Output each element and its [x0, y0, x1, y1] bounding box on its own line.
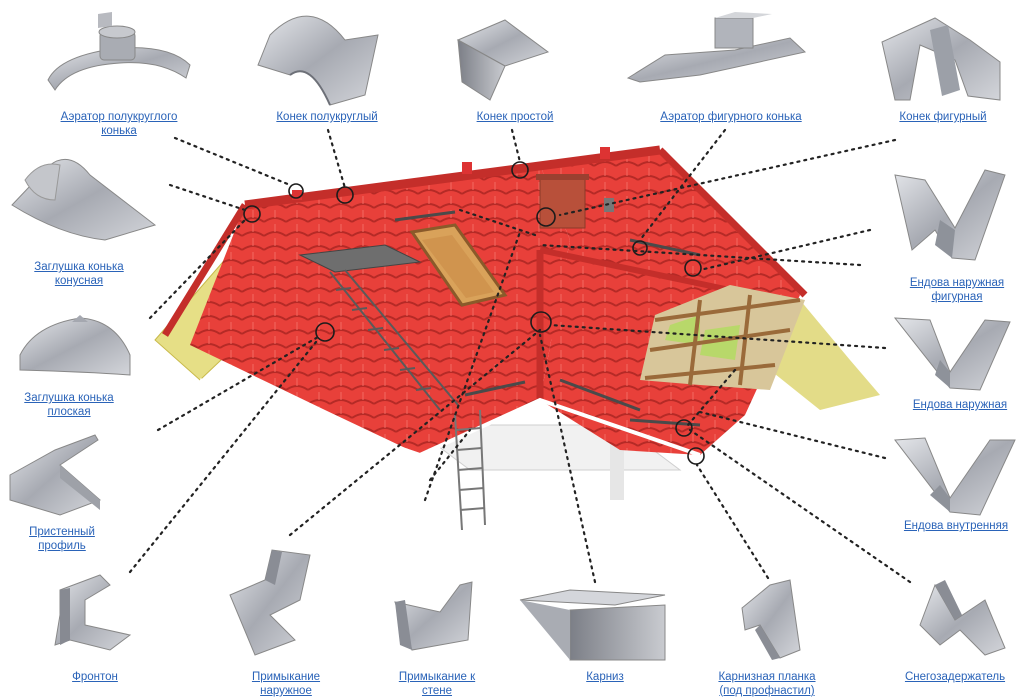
snow-guards [394, 210, 701, 427]
label-valley-inner[interactable]: Ендова внутренняя [903, 520, 1009, 532]
valley-outer-icon [893, 317, 1011, 391]
house-post [610, 440, 624, 500]
ridge-simple-icon [456, 19, 550, 101]
cross-ridge [539, 247, 731, 293]
label-abutment-outer[interactable]: Примыкание наружное [251, 671, 321, 697]
label-valley-outer-figured[interactable]: Ендова наружная фигурная [909, 277, 1005, 303]
wall-profile-icon [9, 434, 101, 516]
right-gable [770, 300, 880, 410]
main-ridge [244, 145, 661, 210]
label-wall-profile[interactable]: Пристенный профиль [29, 526, 95, 552]
callout-circles [243, 161, 705, 465]
label-gable[interactable]: Фронтон [72, 671, 118, 683]
label-ridge-simple[interactable]: Конек простой [476, 111, 554, 123]
chimney [539, 177, 586, 229]
label-ridge-figured[interactable]: Конек фигурный [899, 111, 987, 123]
ridge-figured-icon [881, 17, 1001, 101]
house-roof [154, 145, 880, 531]
aerator-figured-icon [626, 12, 807, 83]
label-cap-conical[interactable]: Заглушка конька конусная [34, 261, 124, 287]
wall-ladder [454, 409, 486, 531]
leader-lines [128, 128, 912, 584]
roof-ladder [329, 269, 459, 411]
aerator-half-round-icon [47, 12, 191, 91]
vent-pipe [604, 198, 614, 212]
ridge-half-round-icon [257, 15, 379, 106]
eave-icon [519, 589, 666, 661]
cap-conical-icon [11, 158, 157, 241]
eave-strip-icon [741, 579, 801, 660]
valley-inner-icon [894, 437, 1016, 516]
label-aerator-figured[interactable]: Аэратор фигурного конька [660, 111, 802, 123]
valley-outer-figured-icon [894, 169, 1006, 261]
abutment-outer-icon [229, 549, 311, 656]
label-abutment-wall[interactable]: Примыкание к стене [398, 671, 476, 697]
gable-edge [162, 203, 248, 337]
roof-platform [298, 244, 422, 273]
label-eave[interactable]: Карниз [586, 671, 624, 683]
label-eave-strip[interactable]: Карнизная планка (под профнастил) [718, 671, 816, 697]
abutment-wall-icon [394, 581, 473, 651]
label-ridge-half-round[interactable]: Конек полукруглый [276, 111, 378, 123]
label-valley-outer[interactable]: Ендова наружная [912, 399, 1008, 411]
label-snow-guard[interactable]: Снегозадержатель [904, 671, 1006, 683]
label-aerator-half-round[interactable]: Аэратор полукруглого конька [60, 111, 178, 137]
cap-flat-icon [19, 315, 131, 376]
gable-icon [54, 574, 132, 651]
label-cap-flat[interactable]: Заглушка конька плоская [24, 392, 114, 418]
hip-ridge [657, 147, 808, 298]
ridge-vent [292, 190, 302, 200]
snow-guard-icon [919, 580, 1006, 656]
